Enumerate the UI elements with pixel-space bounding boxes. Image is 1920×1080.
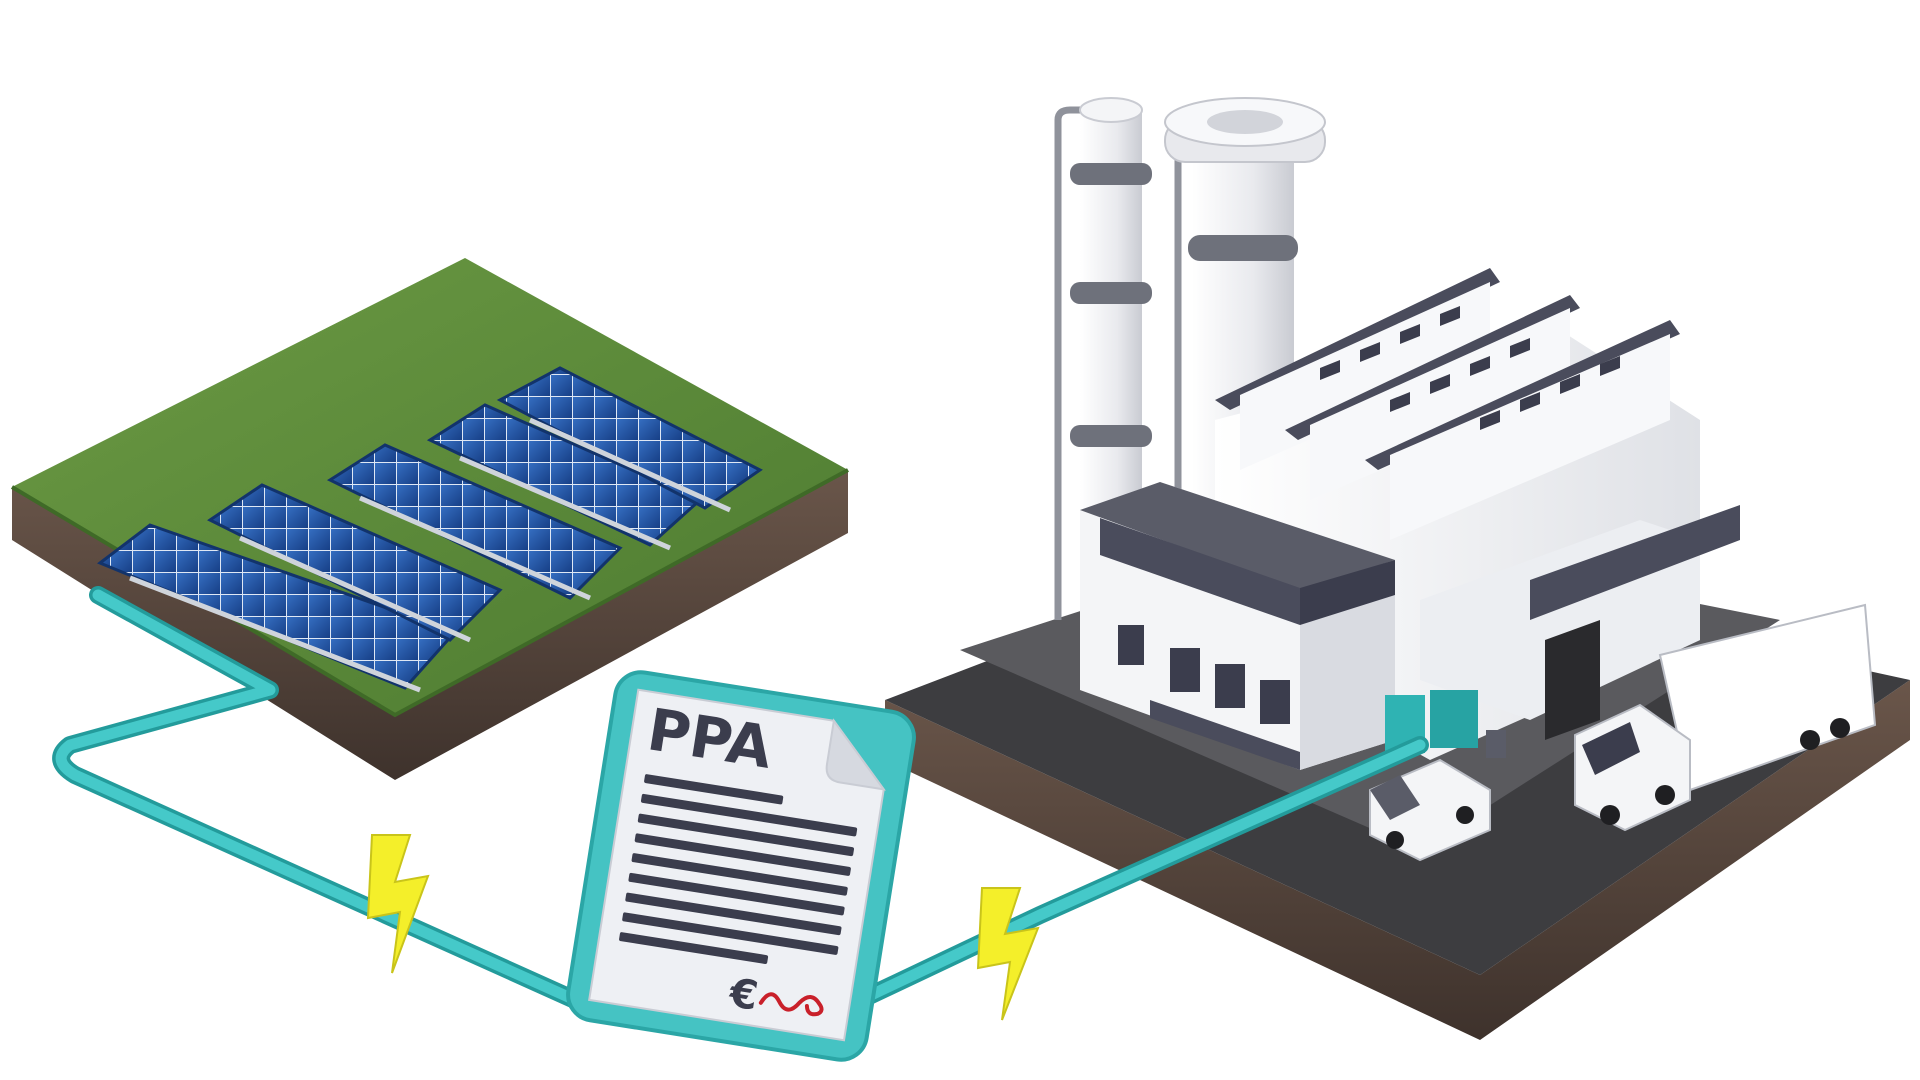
factory-icon [885, 97, 1910, 1040]
solar-panel-icon [10, 258, 849, 780]
panel-row-3 [326, 443, 623, 601]
lightning-bolt-icon [366, 834, 430, 974]
solar-farm-soil [12, 470, 848, 780]
utility-box [1430, 690, 1478, 748]
roof-windows [1320, 306, 1620, 430]
factory-roofs [1215, 268, 1680, 540]
van-icon [1369, 758, 1491, 862]
lightning-bolt-icon [976, 887, 1040, 1021]
contract-currency: € [725, 970, 761, 1020]
power-cable [52, 586, 1429, 1014]
contract-text-lines [619, 774, 858, 964]
loading-dock [1385, 505, 1740, 758]
document-icon: PPA € [566, 670, 916, 1062]
panel-row-5 [496, 366, 763, 513]
factory-base-soil [885, 680, 1910, 1040]
factory-office [1080, 482, 1395, 770]
panel-row-2 [207, 483, 503, 643]
solar-farm [10, 258, 849, 780]
factory [885, 97, 1910, 1040]
truck-icon [1574, 603, 1877, 832]
signature [758, 992, 824, 1017]
